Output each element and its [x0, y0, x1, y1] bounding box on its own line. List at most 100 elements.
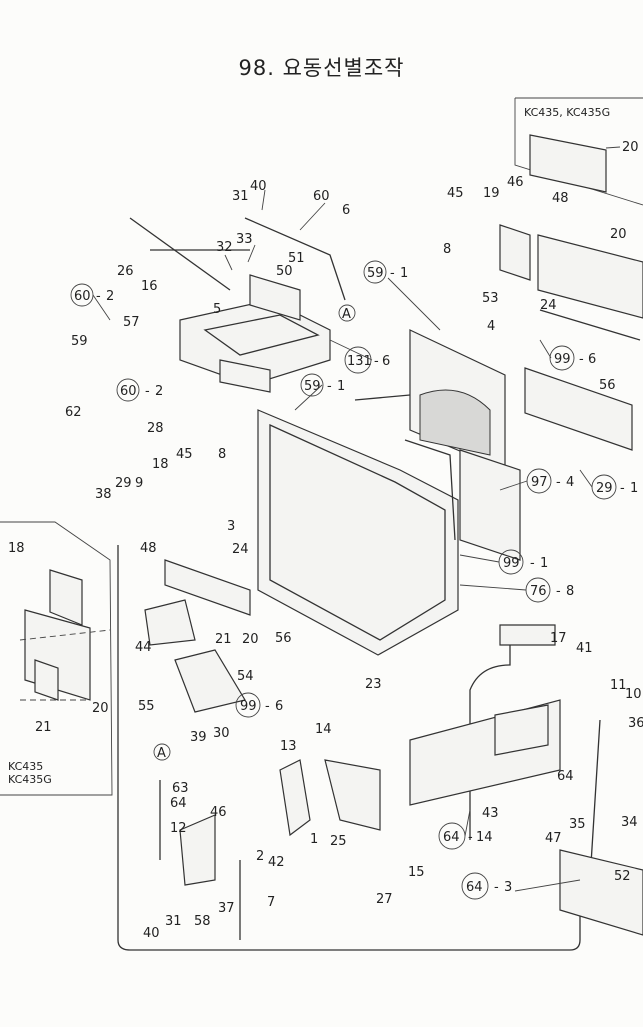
svg-text:A: A: [342, 307, 351, 322]
svg-text:6: 6: [275, 699, 283, 714]
svg-text:1: 1: [540, 556, 548, 571]
main-frame: [257, 329, 521, 656]
circled-references: 60 - 2 60 - 2 A 59 - 1 131: [70, 260, 638, 900]
callout-40-lower: 40: [143, 926, 160, 941]
callout-labels: 40 60 31 6 33 32 51 50 26 16 5 57 59 62 …: [8, 175, 643, 941]
callout-20-inset: 20: [92, 701, 109, 716]
svg-text:1: 1: [337, 379, 345, 394]
callout-56-right: 56: [599, 378, 616, 393]
callout-10: 10: [625, 687, 642, 702]
linkage-rods: [117, 217, 601, 951]
svg-text:-: -: [468, 830, 473, 845]
callout-7: 7: [267, 895, 275, 910]
callout-6: 6: [342, 203, 350, 218]
callout-21: 21: [215, 632, 232, 647]
callout-56: 56: [275, 631, 292, 646]
ref-131-6: 131 - 6: [344, 346, 390, 374]
callout-43: 43: [482, 806, 499, 821]
inset-left-line1: KC435: [8, 760, 43, 773]
svg-text:-: -: [530, 556, 535, 571]
callout-24: 24: [232, 542, 249, 557]
callout-17: 17: [550, 631, 567, 646]
callout-29: 29: [115, 476, 132, 491]
callout-64-right: 64: [557, 769, 574, 784]
svg-text:-: -: [494, 880, 499, 895]
callout-8: 8: [218, 447, 226, 462]
svg-text:1: 1: [400, 266, 408, 281]
callout-34: 34: [621, 815, 638, 830]
svg-text:-: -: [265, 699, 270, 714]
callout-19: 19: [483, 186, 500, 201]
ref-64-14: 64 - 14: [438, 822, 493, 850]
callout-13: 13: [280, 739, 297, 754]
callout-2: 2: [256, 849, 264, 864]
pedal-assembly: [409, 624, 643, 936]
callout-48-right: 48: [552, 191, 569, 206]
callout-63: 63: [172, 781, 189, 796]
svg-text:4: 4: [566, 475, 574, 490]
callout-58: 58: [194, 914, 211, 929]
svg-text:6: 6: [588, 352, 596, 367]
svg-text:59: 59: [367, 266, 384, 281]
callout-50: 50: [276, 264, 293, 279]
svg-text:64: 64: [466, 880, 483, 895]
callout-8-right: 8: [443, 242, 451, 257]
right-panels: [499, 224, 643, 451]
callout-18: 18: [152, 457, 169, 472]
callout-55: 55: [138, 699, 155, 714]
svg-text:-: -: [374, 354, 379, 369]
upper-cover: [179, 274, 331, 393]
callout-59: 59: [71, 334, 88, 349]
ref-29-1: 29 - 1: [591, 474, 638, 500]
svg-text:6: 6: [382, 354, 390, 369]
inset-kc435-left: KC435 KC435G: [0, 521, 113, 796]
callout-44: 44: [135, 640, 152, 655]
svg-text:99: 99: [554, 352, 571, 367]
page-title: 98. 요동선별조작: [238, 56, 405, 80]
inset-top-title: KC435, KC435G: [524, 106, 610, 119]
callout-39: 39: [190, 730, 207, 745]
svg-text:60: 60: [74, 289, 91, 304]
svg-text:1: 1: [630, 481, 638, 496]
callout-45-right: 45: [447, 186, 464, 201]
inset-kc435-top: KC435, KC435G 20: [514, 97, 643, 206]
callout-36: 36: [628, 716, 643, 731]
callout-41: 41: [576, 641, 593, 656]
callout-37: 37: [218, 901, 235, 916]
svg-text:-: -: [390, 266, 395, 281]
svg-text:-: -: [620, 481, 625, 496]
ref-76-8: 76 - 8: [525, 577, 574, 603]
svg-text:8: 8: [566, 584, 574, 599]
svg-text:2: 2: [106, 289, 114, 304]
callout-57: 57: [123, 315, 140, 330]
svg-text:-: -: [96, 289, 101, 304]
svg-text:-: -: [145, 384, 150, 399]
ref-99-6-left: 99 - 6: [235, 692, 283, 718]
callout-48: 48: [140, 541, 157, 556]
callout-32: 32: [216, 240, 233, 255]
callout-31-lower: 31: [165, 914, 182, 929]
callout-40: 40: [250, 179, 267, 194]
ref-97-4: 97 - 4: [526, 468, 574, 494]
svg-text:29: 29: [596, 481, 613, 496]
svg-text:59: 59: [304, 379, 321, 394]
callout-33: 33: [236, 232, 253, 247]
callout-16: 16: [141, 279, 158, 294]
inset-left-line2: KC435G: [8, 773, 52, 786]
callout-15: 15: [408, 865, 425, 880]
ref-64-3: 64 - 3: [461, 872, 512, 900]
lower-levers: [144, 559, 381, 886]
callout-1: 1: [310, 832, 318, 847]
callout-35: 35: [569, 817, 586, 832]
callout-27: 27: [376, 892, 393, 907]
svg-text:-: -: [556, 584, 561, 599]
callout-38: 38: [95, 487, 112, 502]
svg-text:-: -: [579, 352, 584, 367]
svg-text:131: 131: [347, 354, 372, 369]
callout-21-inset: 21: [35, 720, 52, 735]
ref-59-1: 59 - 1: [363, 260, 408, 284]
callout-64: 64: [170, 796, 187, 811]
ref-A-top: A: [338, 304, 356, 322]
callout-9: 9: [135, 476, 143, 491]
